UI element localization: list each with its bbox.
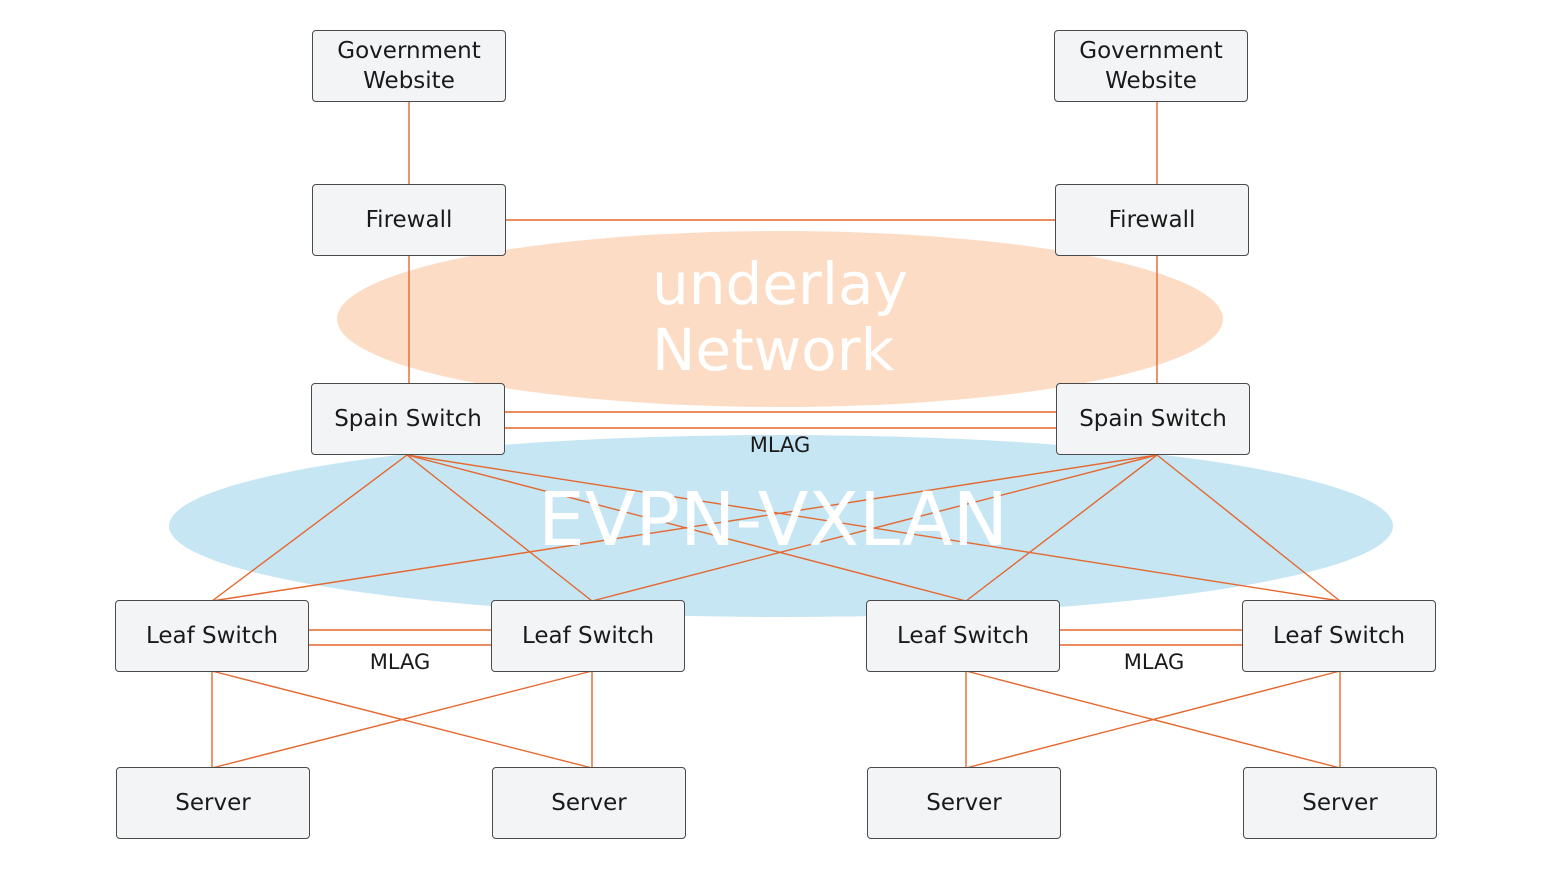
link-leaf-2-server-1	[211, 670, 593, 769]
link-leaf-4-server-3	[965, 670, 1341, 769]
firewall-right[interactable]: Firewall	[1055, 184, 1249, 256]
mlag-label-leaf-left: MLAG	[369, 650, 431, 674]
link-spine-right-leaf-2	[591, 454, 1158, 602]
server-1[interactable]: Server	[116, 767, 310, 839]
evpn-vxlan-label: EVPN-VXLAN	[538, 477, 1008, 563]
leaf-switch-3[interactable]: Leaf Switch	[866, 600, 1060, 672]
server-3[interactable]: Server	[867, 767, 1061, 839]
mlag-label-leaf-right: MLAG	[1123, 650, 1185, 674]
leaf-switch-1[interactable]: Leaf Switch	[115, 600, 309, 672]
spine-switch-left[interactable]: Spain Switch	[311, 383, 505, 455]
government-website-right[interactable]: Government Website	[1054, 30, 1248, 102]
spine-switch-right[interactable]: Spain Switch	[1056, 383, 1250, 455]
government-website-left[interactable]: Government Website	[312, 30, 506, 102]
server-4[interactable]: Server	[1243, 767, 1437, 839]
firewall-left[interactable]: Firewall	[312, 184, 506, 256]
mlag-label-spine: MLAG	[749, 433, 811, 457]
evpn-vxlan-cloud	[169, 435, 1393, 617]
link-spine-right-leaf-3	[965, 454, 1158, 602]
underlay-network-cloud	[337, 231, 1223, 407]
leaf-switch-4[interactable]: Leaf Switch	[1242, 600, 1436, 672]
underlay-network-label: underlay Network	[652, 250, 908, 384]
link-spine-right-leaf-4	[1156, 454, 1341, 602]
leaf-switch-2[interactable]: Leaf Switch	[491, 600, 685, 672]
link-spine-left-leaf-1	[211, 454, 408, 602]
server-2[interactable]: Server	[492, 767, 686, 839]
link-spine-left-leaf-2	[406, 454, 593, 602]
link-spine-right-leaf-1	[211, 454, 1158, 602]
